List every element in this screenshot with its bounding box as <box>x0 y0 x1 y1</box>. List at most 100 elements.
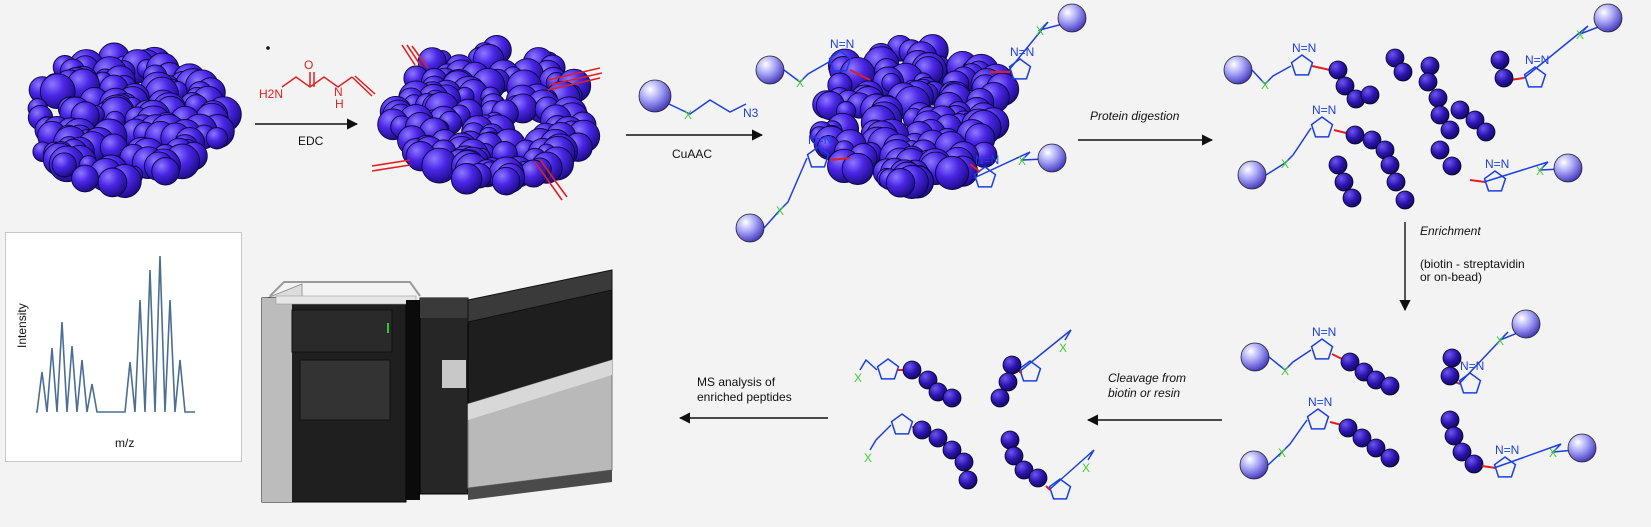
protein-bead <box>97 167 128 198</box>
amino-acid-bead <box>1380 376 1400 396</box>
amino-acid-bead <box>1380 448 1400 468</box>
linker-x-mark: X <box>1281 157 1289 171</box>
edc-label: EDC <box>298 134 324 148</box>
linker-x-mark: X <box>1278 446 1286 460</box>
ms-label-2: enriched peptides <box>697 390 792 404</box>
amino-acid-bead <box>902 360 922 380</box>
linker-x-mark: X <box>1549 446 1557 460</box>
h-label: H <box>335 97 344 111</box>
amino-acid-bead <box>1420 56 1440 76</box>
protein-bead <box>151 157 180 186</box>
amino-acid-bead <box>958 470 978 490</box>
svg-text:N=N: N=N <box>975 153 999 167</box>
amino-acid-bead <box>1418 72 1438 92</box>
linker-x-mark: X <box>1281 364 1289 378</box>
triazole-icon: N=N <box>1523 53 1549 88</box>
probe-sphere <box>735 213 765 243</box>
triazole-icon: N=N <box>1310 325 1336 360</box>
svg-text:N=N: N=N <box>1525 53 1549 67</box>
protein-bead <box>450 163 483 195</box>
amino-acid-bead <box>1004 446 1024 466</box>
amino-acid-bead <box>1442 156 1462 176</box>
amino-acid-bead <box>1494 68 1514 88</box>
enrichment-detail-2: or on-bead) <box>1420 270 1482 284</box>
triazole-icon <box>876 358 900 380</box>
linker-x-mark: X <box>1576 28 1584 42</box>
linker-x-mark: X <box>1018 154 1026 168</box>
amino-acid-bead <box>1452 442 1472 462</box>
digestion-label: Protein digestion <box>1090 109 1180 123</box>
linker-x-mark: X <box>776 204 784 218</box>
amino-acid-bead <box>1450 100 1470 120</box>
amino-acid-bead <box>990 388 1010 408</box>
amino-acid-bead <box>1428 88 1448 108</box>
svg-text:N=N: N=N <box>1312 103 1336 117</box>
probe-sphere <box>1037 143 1067 173</box>
amino-acid-bead <box>1395 190 1415 210</box>
spectrum-frame <box>5 232 242 462</box>
amino-acid-bead <box>1380 155 1400 175</box>
svg-text:N=N: N=N <box>1308 395 1332 409</box>
amino-acid-bead <box>928 428 948 448</box>
amino-acid-bead <box>1345 125 1365 145</box>
amine-label: H2N <box>259 87 283 101</box>
probe-sphere <box>1511 309 1541 339</box>
amino-acid-bead <box>1444 426 1464 446</box>
amino-acid-bead <box>1338 418 1358 438</box>
triazole-icon: N=N <box>1310 103 1336 138</box>
triazole-icon: N=N <box>806 133 832 168</box>
amino-acid-bead <box>1440 366 1460 386</box>
amino-acid-bead <box>1476 122 1496 142</box>
mass-spectrum-plot <box>36 255 195 413</box>
linker-x-mark: X <box>1496 334 1504 348</box>
triazole-icon: N=N <box>1306 395 1332 430</box>
probe-sphere <box>1553 153 1583 183</box>
amino-acid-bead <box>1385 48 1405 68</box>
amino-acid-bead <box>1464 454 1484 474</box>
probe-sphere <box>1593 3 1623 33</box>
cleavage-label-1: Cleavage from <box>1108 371 1186 385</box>
svg-text:N=N: N=N <box>1292 41 1316 55</box>
probe-sphere <box>1057 3 1087 33</box>
amino-acid-bead <box>1442 348 1462 368</box>
dot-mark <box>266 46 270 50</box>
protein-alkyne-cluster <box>377 35 601 196</box>
triazole-icon <box>890 413 914 435</box>
protein-cluster <box>27 42 242 199</box>
probe-reagent: X N3 <box>638 79 759 122</box>
linker-x-mark: X <box>864 451 872 465</box>
protein-bead <box>51 152 77 178</box>
probe-sphere <box>755 55 785 85</box>
amino-acid-bead <box>954 452 974 472</box>
amino-acid-bead <box>1430 140 1450 160</box>
linker-x-mark: X <box>1261 78 1269 92</box>
linker-x-mark: X <box>1082 461 1090 475</box>
amino-acid-bead <box>1360 85 1380 105</box>
svg-text:N=N: N=N <box>1485 157 1509 171</box>
triazole-icon: N=N <box>973 153 999 188</box>
triazole-icon <box>1018 360 1042 382</box>
cleavage-label-2: biotin or resin <box>1108 386 1180 400</box>
x-label: X <box>684 108 692 122</box>
amino-acid-bead <box>1430 105 1450 125</box>
triazole-icon: N=N <box>1008 45 1034 80</box>
n3-label: N3 <box>743 106 759 120</box>
linker-x-mark: X <box>1059 341 1067 355</box>
linker-x-mark: X <box>1036 24 1044 38</box>
amino-acid-bead <box>942 388 962 408</box>
cuaac-label: CuAAC <box>672 147 712 161</box>
amino-acid-bead <box>1440 120 1460 140</box>
amino-acid-bead <box>942 440 962 460</box>
protein-bead <box>885 168 916 198</box>
mass-spectrometer <box>261 269 613 503</box>
probe-sphere <box>1237 160 1267 190</box>
amino-acid-bead <box>1014 460 1034 480</box>
amino-acid-bead <box>1465 110 1485 130</box>
amino-acid-bead <box>1328 60 1348 80</box>
amino-acid-bead <box>1366 438 1386 458</box>
amino-acid-bead <box>1490 50 1510 70</box>
enrichment-label: Enrichment <box>1420 224 1481 238</box>
